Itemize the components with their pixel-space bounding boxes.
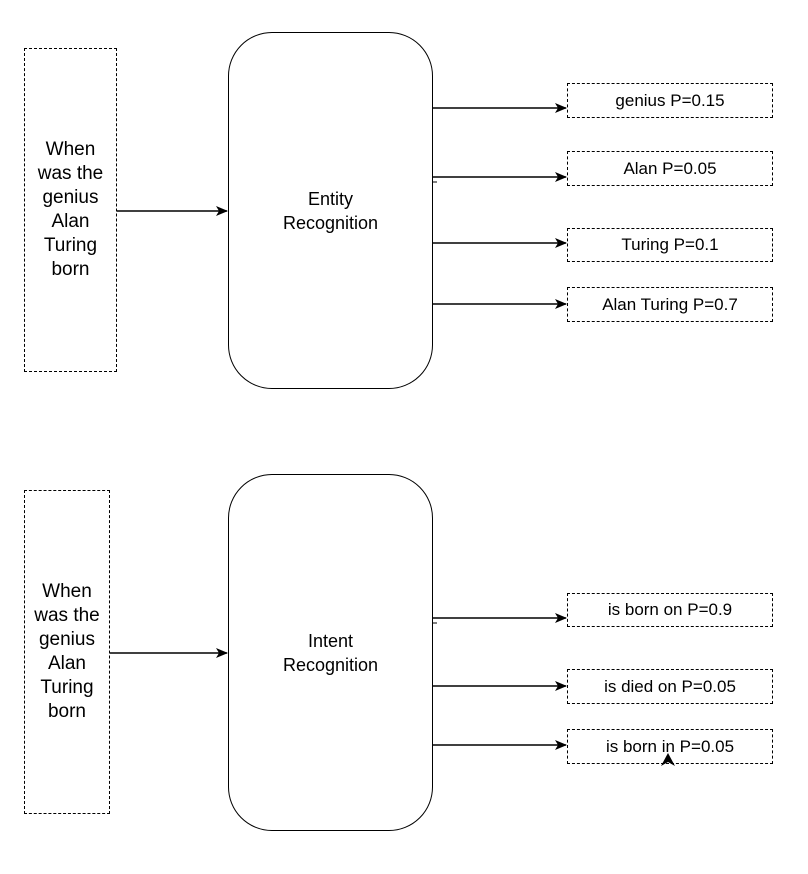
bottom-input-query: When was the genius Alan Turing born [24,490,110,814]
entity-output-1: genius P=0.15 [567,83,773,118]
entity-output-3: Turing P=0.1 [567,228,773,262]
entity-output-2: Alan P=0.05 [567,151,773,186]
top-input-query: When was the genius Alan Turing born [24,48,117,372]
intent-recognition-box: Intent Recognition [228,474,433,831]
intent-output-2: is died on P=0.05 [567,669,773,704]
cursor-icon [661,753,675,766]
intent-output-1: is born on P=0.9 [567,593,773,627]
entity-recognition-box: Entity Recognition [228,32,433,389]
entity-output-4: Alan Turing P=0.7 [567,287,773,322]
